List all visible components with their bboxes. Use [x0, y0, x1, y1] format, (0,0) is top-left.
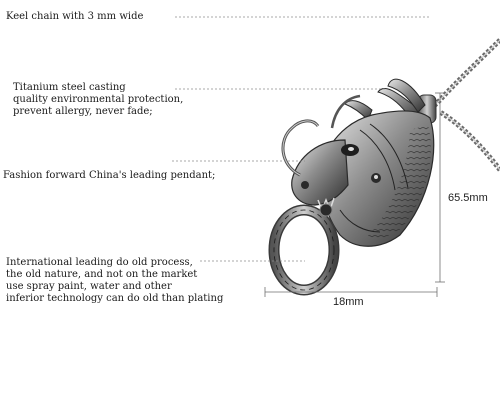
width-dimension-line — [264, 287, 438, 297]
keel-chain — [428, 38, 500, 172]
callout-fashion-pendant: Fashion forward China's leading pendant; — [3, 170, 216, 181]
dragon-head-pendant — [281, 78, 435, 247]
callout-titanium-steel: Titanium steel casting quality environme… — [13, 82, 184, 117]
height-dimension-label: 65.5mm — [448, 192, 488, 204]
callout-old-process: International leading do old process, th… — [6, 257, 224, 304]
mouth-ring — [268, 204, 340, 296]
callout-keel-chain: Keel chain with 3 mm wide — [6, 11, 144, 22]
callout-leader-lines — [172, 16, 430, 262]
width-dimension-label: 18mm — [333, 296, 364, 308]
height-dimension-line — [435, 92, 445, 283]
